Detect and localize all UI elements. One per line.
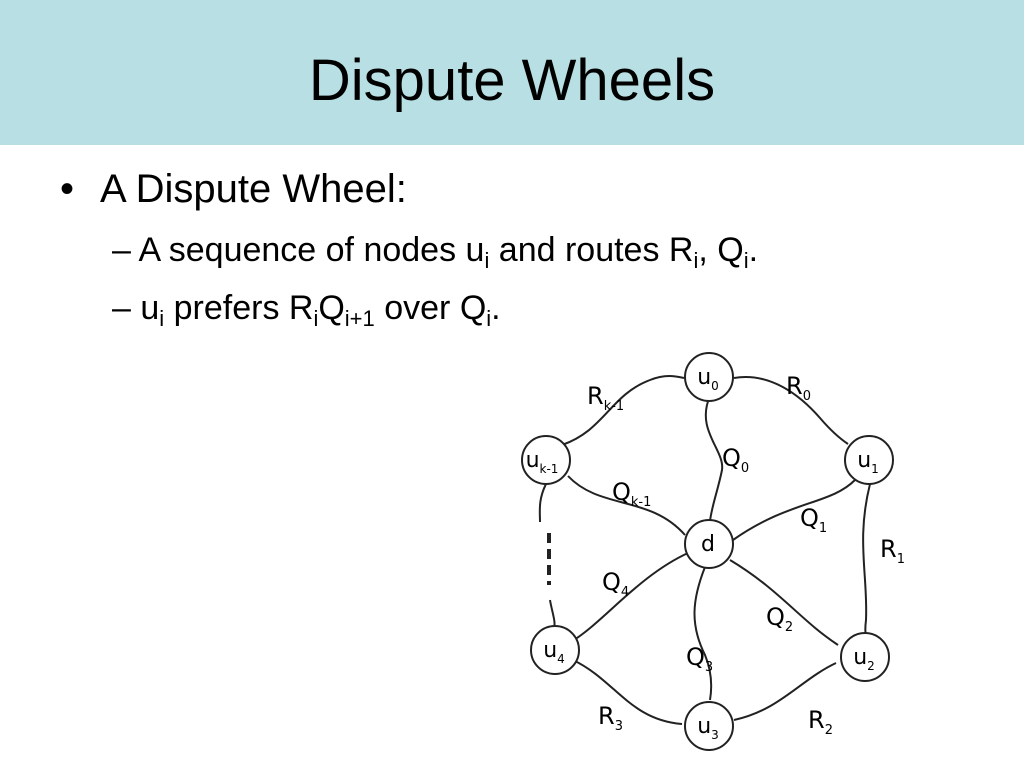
edge-uk1-tail <box>538 483 547 523</box>
svg-text:R3: R3 <box>598 702 623 734</box>
edge-label-q-k-1: Qk-1 <box>612 478 651 510</box>
svg-text:Q1: Q1 <box>800 504 827 536</box>
edge-label-q2: Q2 <box>766 603 793 635</box>
svg-text:Qk-1: Qk-1 <box>612 478 651 510</box>
node-d: d <box>684 519 734 569</box>
sub2-text-5: . <box>491 289 501 327</box>
svg-text:uk-1: uk-1 <box>526 448 559 476</box>
edge-r3 <box>572 659 683 725</box>
sub1-text-3: , Q <box>698 231 744 269</box>
svg-text:R2: R2 <box>808 706 833 738</box>
edge-q-k-1 <box>567 475 686 536</box>
bullet-marker: • <box>60 167 75 211</box>
edge-label-r3: R3 <box>598 702 623 734</box>
edge-label-q0: Q0 <box>722 444 749 476</box>
bullet-text: A Dispute Wheel: <box>100 167 407 211</box>
edge-q2 <box>729 559 839 646</box>
slide-title: Dispute Wheels <box>308 48 716 113</box>
nodes: u0 u1 u2 u3 u4 uk-1 d <box>521 352 894 751</box>
edge-label-q4: Q4 <box>602 568 629 600</box>
sub-bullet-dash: – <box>112 289 131 327</box>
sub2-sub-3: i+1 <box>344 306 375 331</box>
svg-text:u0: u0 <box>697 365 719 393</box>
bullet-item: • A Dispute Wheel: <box>60 166 407 212</box>
sub-bullet-prefers: – ui prefers RiQi+1 over Qi. <box>112 288 501 331</box>
svg-text:R1: R1 <box>880 535 905 567</box>
node-u-k-1: uk-1 <box>521 435 571 485</box>
edge-r0 <box>733 376 849 445</box>
svg-text:Q2: Q2 <box>766 603 793 635</box>
sub2-sub-1: i <box>159 306 165 331</box>
svg-text:R0: R0 <box>786 372 811 404</box>
node-u4: u4 <box>530 625 580 675</box>
edge-q1 <box>732 479 856 541</box>
edge-u4-tail <box>549 599 556 629</box>
svg-text:Q0: Q0 <box>722 444 749 476</box>
svg-text:u2: u2 <box>853 645 875 673</box>
edge-label-r1: R1 <box>880 535 905 567</box>
edge-r2 <box>733 662 837 721</box>
sub-bullet-sequence: – A sequence of nodes ui and routes Ri, … <box>112 230 759 273</box>
sub2-sub-4: i <box>486 306 492 331</box>
svg-text:u3: u3 <box>697 714 719 742</box>
edge-label-r2: R2 <box>808 706 833 738</box>
edge-q3 <box>693 566 713 701</box>
sub1-text-1: A sequence of nodes u <box>138 231 485 269</box>
svg-text:Q4: Q4 <box>602 568 629 600</box>
sub2-sub-2: i <box>313 306 319 331</box>
edge-q4 <box>573 552 689 641</box>
svg-text:Q3: Q3 <box>686 643 713 675</box>
edge-q0 <box>704 395 724 522</box>
sub-bullet-dash: – <box>112 231 131 269</box>
sub1-sub-2: i <box>693 248 699 273</box>
sub1-sub-3: i <box>743 248 749 273</box>
edge-r-k-1 <box>561 375 685 446</box>
edge-label-r0: R0 <box>786 372 811 404</box>
sub1-text-4: . <box>748 231 759 269</box>
svg-text:Rk-1: Rk-1 <box>587 382 624 414</box>
node-u2: u2 <box>840 632 890 682</box>
edge-label-r-k-1: Rk-1 <box>587 382 624 414</box>
node-u0: u0 <box>684 352 734 402</box>
node-u1: u1 <box>844 435 894 485</box>
sub2-text-4: over Q <box>374 289 487 327</box>
sub1-sub-1: i <box>484 248 490 273</box>
edge-r1 <box>862 483 871 637</box>
svg-text:d: d <box>701 532 715 557</box>
sub2-text-2: prefers R <box>164 289 314 327</box>
sub2-text-3: Q <box>318 289 345 327</box>
title-bar: Dispute Wheels <box>0 0 1024 145</box>
edge-label-q3: Q3 <box>686 643 713 675</box>
node-u3: u3 <box>684 701 734 751</box>
sub2-text-1: u <box>140 289 160 327</box>
svg-text:u1: u1 <box>857 448 879 476</box>
edge-label-q1: Q1 <box>800 504 827 536</box>
svg-text:u4: u4 <box>543 638 565 666</box>
sub1-text-2: and routes R <box>489 231 694 269</box>
